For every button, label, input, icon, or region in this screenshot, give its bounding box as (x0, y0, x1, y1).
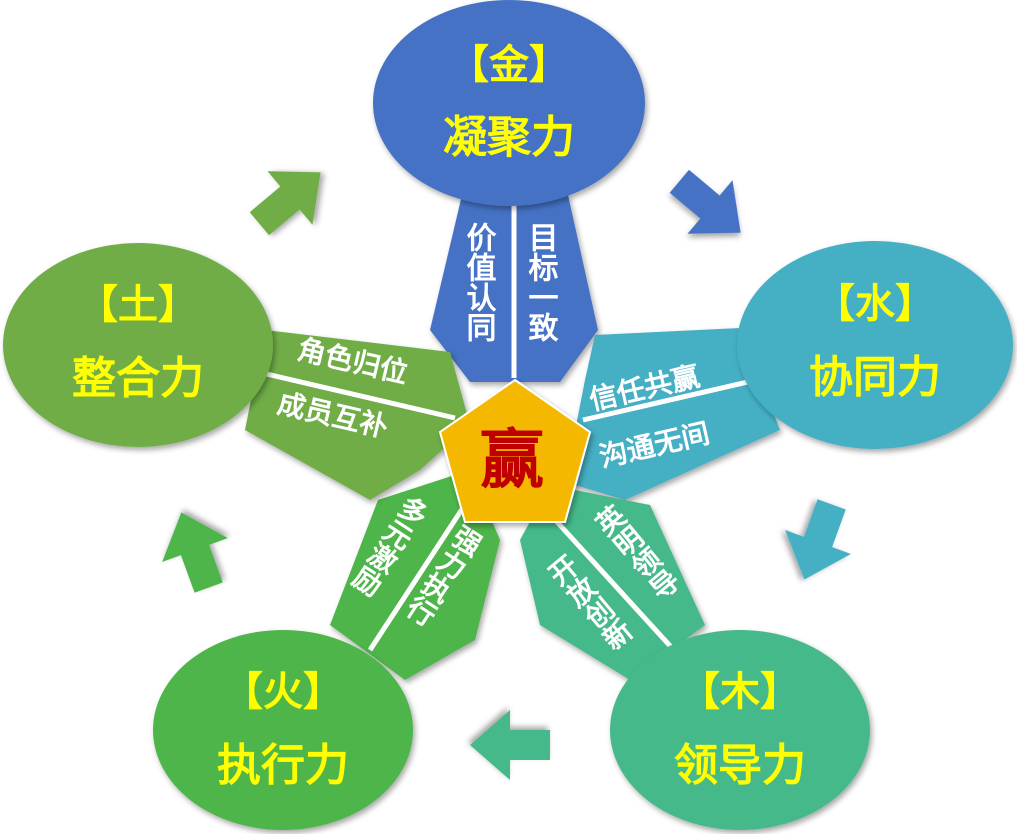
spoke-water-shape (565, 328, 780, 500)
center-pentagon: 赢 (438, 378, 592, 523)
spoke-metal: 价值认同 目标一致 (430, 195, 598, 382)
spoke-fire-shape (330, 470, 500, 680)
spoke-water-divider (582, 375, 766, 423)
node-circle (737, 241, 1013, 449)
arrow-icon (669, 169, 741, 234)
spoke-water: 信任共赢 沟通无间 (565, 328, 780, 500)
spoke-wood-divider (546, 510, 674, 650)
trait-text: 价值认同 (461, 222, 497, 342)
node-earth: 【土】 整合力 (3, 243, 273, 447)
node-circle (3, 243, 273, 447)
spoke-earth-shape (245, 330, 470, 500)
node-circle (610, 630, 870, 830)
spoke-fire-divider (367, 498, 471, 652)
spoke-earth-divider (257, 369, 456, 421)
element-label: 【金】 (449, 42, 569, 88)
force-label: 领导力 (674, 740, 806, 791)
element-label: 【火】 (223, 669, 343, 715)
force-label: 协同力 (809, 352, 941, 403)
arrow-icon (470, 710, 550, 780)
node-circle (373, 0, 645, 206)
element-label: 【木】 (680, 669, 800, 715)
trait-text: 目标一致 (523, 222, 559, 342)
arrow-icon (249, 171, 321, 236)
node-fire: 【火】 执行力 (153, 630, 413, 830)
force-label: 凝聚力 (443, 112, 575, 163)
force-label: 执行力 (217, 740, 349, 791)
arrow-icon (162, 512, 228, 593)
node-water: 【水】 协同力 (737, 241, 1013, 449)
center-label: 赢 (480, 424, 544, 498)
arrow-icon (785, 499, 851, 580)
node-metal: 【金】 凝聚力 (373, 0, 645, 206)
force-label: 整合力 (72, 353, 204, 404)
node-wood: 【木】 领导力 (610, 630, 870, 830)
spoke-earth: 角色归位 成员互补 (245, 330, 470, 500)
element-label: 【土】 (78, 282, 198, 328)
spoke-fire: 强力执行 多元激励 (330, 470, 500, 680)
element-label: 【水】 (815, 281, 935, 327)
node-circle (153, 630, 413, 830)
cycle-arrows (162, 169, 851, 780)
center-shape (438, 378, 592, 523)
